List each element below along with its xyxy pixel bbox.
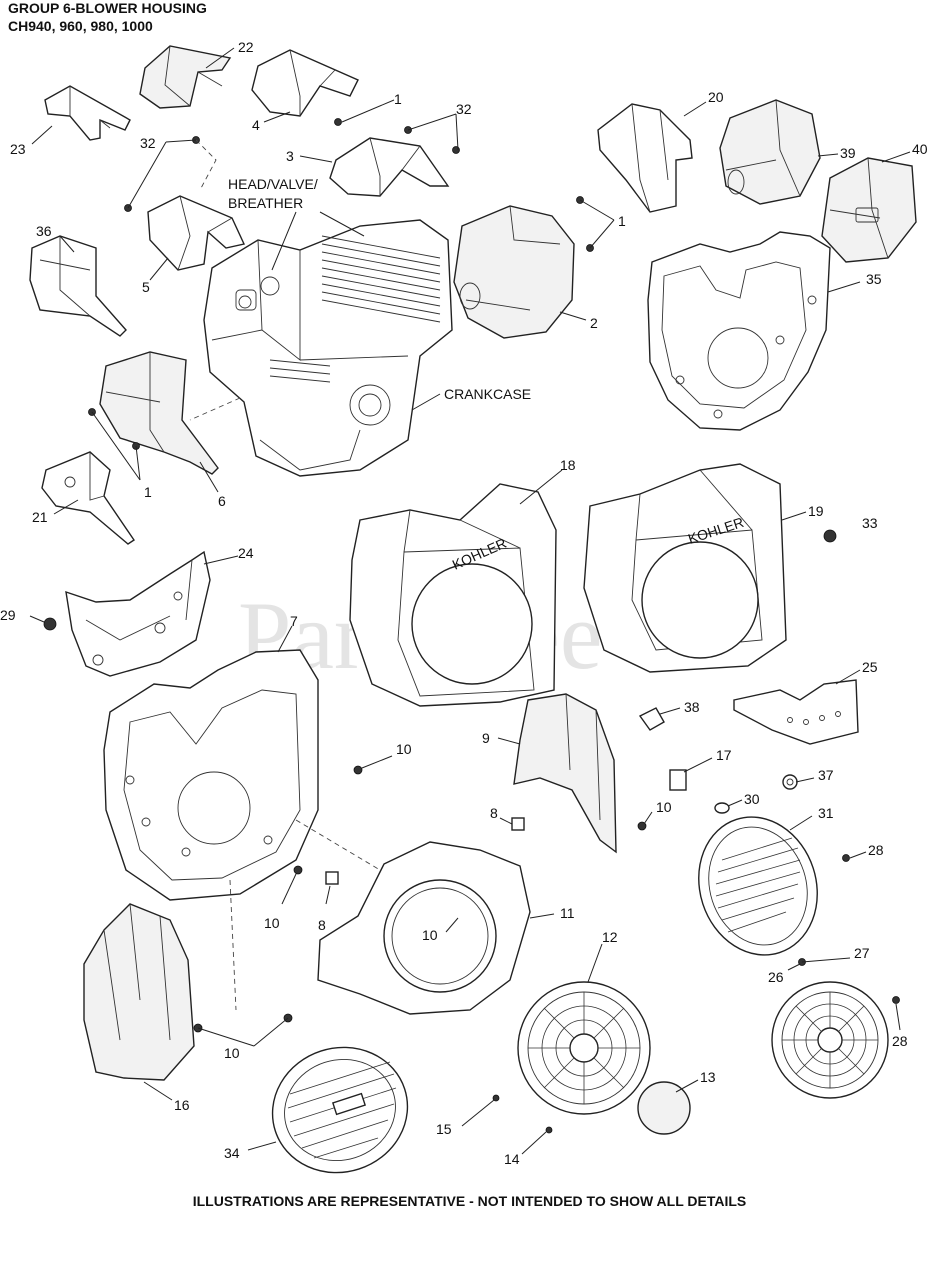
callout-24[interactable]: 24 [238, 545, 254, 561]
label-head-valve-breather-2: BREATHER [228, 195, 303, 211]
callout-20[interactable]: 20 [708, 89, 724, 105]
label-crankcase: CRANKCASE [444, 386, 531, 402]
callout-19[interactable]: 19 [808, 503, 824, 519]
callout-29[interactable]: 29 [0, 607, 16, 623]
part-3-shroud[interactable] [329, 137, 450, 197]
part-27-fan[interactable] [771, 981, 889, 1099]
label-head-valve-breather-1: HEAD/VALVE/ [228, 176, 318, 192]
part-30-washer[interactable] [714, 802, 730, 814]
footer-note: ILLUSTRATIONS ARE REPRESENTATIVE - NOT I… [192, 1193, 747, 1209]
part-22-baffle[interactable] [139, 45, 232, 109]
part-39-shroud[interactable] [719, 99, 821, 205]
callout-30[interactable]: 30 [744, 791, 760, 807]
callout-18[interactable]: 18 [560, 457, 576, 473]
callout-6[interactable]: 6 [218, 493, 226, 509]
callout-16[interactable]: 16 [174, 1097, 190, 1113]
part-21-bracket[interactable] [41, 451, 135, 545]
part-2-shroud[interactable] [453, 205, 575, 339]
part-31-grille[interactable] [681, 802, 835, 971]
callout-21[interactable]: 21 [32, 509, 48, 525]
callout-27[interactable]: 27 [854, 945, 870, 961]
part-8-nut-b[interactable] [325, 871, 339, 885]
callout-8a[interactable]: 8 [490, 805, 498, 821]
callout-32b[interactable]: 32 [140, 135, 156, 151]
callout-28a[interactable]: 28 [868, 842, 884, 858]
callout-11[interactable]: 11 [560, 905, 575, 921]
callout-10e[interactable]: 10 [224, 1045, 240, 1061]
callout-1c[interactable]: 1 [144, 484, 152, 500]
callout-10c[interactable]: 10 [264, 915, 280, 931]
part-5-shroud[interactable] [147, 195, 245, 271]
part-20-bracket[interactable] [597, 103, 693, 213]
part-33-nut[interactable] [823, 529, 837, 543]
part-16-cover[interactable] [83, 903, 195, 1081]
part-36-bracket[interactable] [29, 235, 127, 337]
callout-23[interactable]: 23 [10, 141, 26, 157]
part-24-bracket[interactable] [65, 550, 211, 677]
callout-39[interactable]: 39 [840, 145, 856, 161]
callout-9[interactable]: 9 [482, 730, 490, 746]
callout-22[interactable]: 22 [238, 39, 254, 55]
part-17-bracket[interactable] [669, 769, 687, 791]
part-34-grille[interactable] [256, 1030, 424, 1190]
part-29-nut[interactable] [43, 617, 57, 631]
callout-26[interactable]: 26 [768, 969, 784, 985]
callout-4[interactable]: 4 [252, 117, 260, 133]
part-38-clip[interactable] [638, 707, 665, 731]
part-37-nut[interactable] [782, 774, 798, 790]
callout-38[interactable]: 38 [684, 699, 700, 715]
page-subtitle: CH940, 960, 980, 1000 [8, 18, 153, 34]
part-8-nut-a[interactable] [511, 817, 525, 831]
part-13-disc[interactable] [637, 1081, 691, 1135]
callout-10b[interactable]: 10 [656, 799, 672, 815]
callout-34[interactable]: 34 [224, 1145, 240, 1161]
callout-17[interactable]: 17 [716, 747, 732, 763]
page-title: GROUP 6-BLOWER HOUSING [8, 0, 207, 16]
callout-3[interactable]: 3 [286, 148, 294, 164]
callout-40[interactable]: 40 [912, 141, 928, 157]
part-18-blower-housing[interactable]: KOHLER [349, 483, 557, 707]
callout-28b[interactable]: 28 [892, 1033, 908, 1049]
part-14-screw[interactable] [545, 1126, 553, 1134]
callout-2[interactable]: 2 [590, 315, 598, 331]
callout-10d[interactable]: 10 [422, 927, 438, 943]
part-19-blower-housing[interactable]: KOHLER [583, 463, 787, 673]
callout-14[interactable]: 14 [504, 1151, 520, 1167]
callout-25[interactable]: 25 [862, 659, 878, 675]
part-6-shroud[interactable] [99, 351, 219, 475]
callout-35[interactable]: 35 [866, 271, 882, 287]
part-25-plate[interactable] [733, 679, 859, 745]
callout-37[interactable]: 37 [818, 767, 834, 783]
callout-8b[interactable]: 8 [318, 917, 326, 933]
part-9-cover[interactable] [513, 693, 617, 854]
callout-36[interactable]: 36 [36, 223, 52, 239]
callout-1b[interactable]: 1 [618, 213, 626, 229]
callout-10a[interactable]: 10 [396, 741, 412, 757]
callout-1a[interactable]: 1 [394, 91, 402, 107]
part-40-shroud[interactable] [821, 157, 917, 263]
part-4-shroud[interactable] [251, 49, 359, 117]
callout-31[interactable]: 31 [818, 805, 834, 821]
callout-13[interactable]: 13 [700, 1069, 716, 1085]
callout-32a[interactable]: 32 [456, 101, 472, 117]
part-15-screw[interactable] [492, 1094, 500, 1102]
part-35-back-plate[interactable] [647, 231, 831, 431]
engine-block[interactable] [203, 219, 453, 477]
callout-12[interactable]: 12 [602, 929, 618, 945]
callout-7[interactable]: 7 [290, 613, 298, 629]
part-7-back-plate[interactable] [103, 649, 319, 901]
callout-33[interactable]: 33 [862, 515, 878, 531]
part-12-fan[interactable] [517, 981, 651, 1115]
part-11-blower-housing[interactable] [317, 841, 531, 1015]
callout-15[interactable]: 15 [436, 1121, 452, 1137]
callout-5[interactable]: 5 [142, 279, 150, 295]
part-23-bracket[interactable] [44, 85, 131, 141]
